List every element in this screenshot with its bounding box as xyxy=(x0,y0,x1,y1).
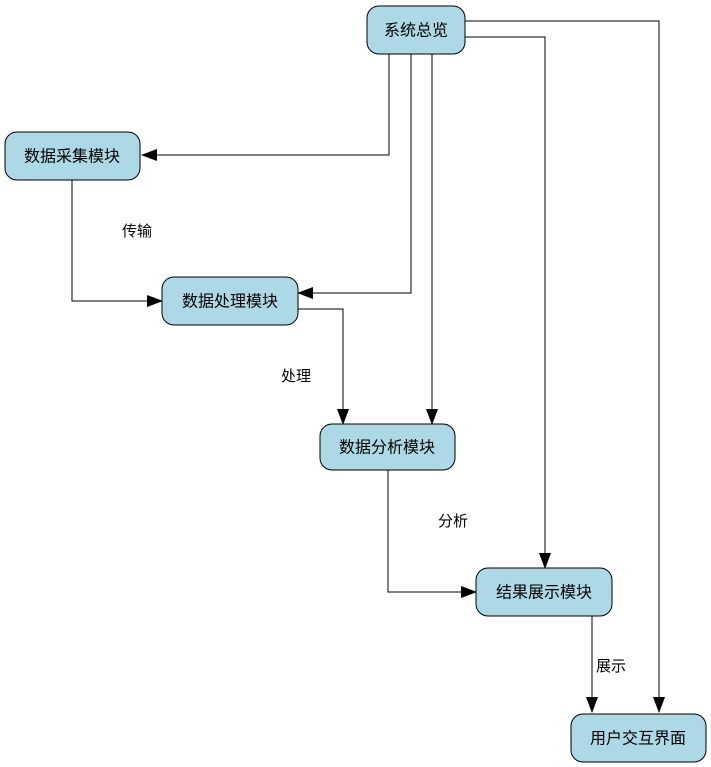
node-analyze-label: 数据分析模块 xyxy=(339,438,435,457)
edge-label-show: 展示 xyxy=(596,657,626,675)
node-display-label: 结果展示模块 xyxy=(496,583,592,602)
edge-overview-to-process xyxy=(297,54,412,299)
node-overview-label: 系统总览 xyxy=(384,21,448,40)
node-process-label: 数据处理模块 xyxy=(182,292,278,311)
edge-overview-to-collect xyxy=(141,54,390,161)
edges xyxy=(71,20,665,713)
edge-process-to-analyze xyxy=(298,308,349,425)
edge-labels: 传输 处理 分析 展示 xyxy=(122,222,626,675)
node-collect[interactable]: 数据采集模块 xyxy=(4,131,141,181)
node-process[interactable]: 数据处理模块 xyxy=(161,276,299,326)
edge-label-transfer: 传输 xyxy=(122,222,152,240)
edge-collect-to-process xyxy=(71,180,163,307)
node-overview[interactable]: 系统总览 xyxy=(366,5,466,55)
edge-analyze-to-display xyxy=(387,470,477,598)
edge-label-analysis: 分析 xyxy=(438,512,468,530)
node-ui[interactable]: 用户交互界面 xyxy=(570,713,707,763)
node-analyze[interactable]: 数据分析模块 xyxy=(319,423,456,471)
node-collect-label: 数据采集模块 xyxy=(24,147,120,166)
node-display[interactable]: 结果展示模块 xyxy=(475,567,613,617)
edge-label-handle: 处理 xyxy=(281,367,311,385)
edge-overview-to-display xyxy=(465,36,551,569)
edge-overview-to-ui xyxy=(465,20,665,713)
node-ui-label: 用户交互界面 xyxy=(590,729,686,748)
